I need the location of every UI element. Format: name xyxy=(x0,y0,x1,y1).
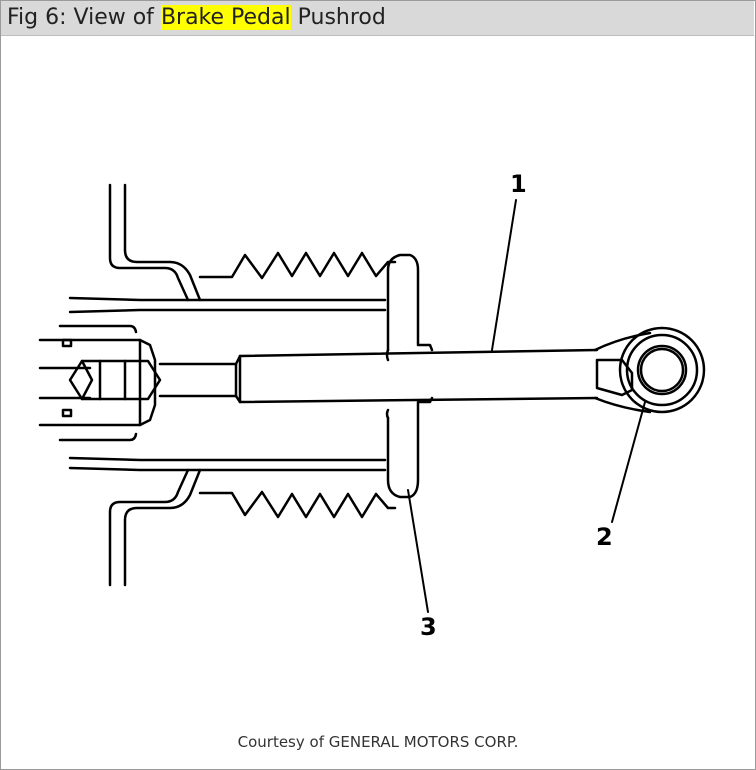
pushrod-eye xyxy=(618,326,706,414)
figure-title-bar: Fig 6: View of Brake Pedal Pushrod xyxy=(1,1,754,36)
leader-lines xyxy=(407,199,646,613)
booster-stud-block xyxy=(38,324,157,442)
title-suffix: Pushrod xyxy=(290,5,386,30)
hex-nut xyxy=(68,359,162,401)
title-prefix: Fig 6: View of xyxy=(7,5,161,30)
boot-bellows xyxy=(68,251,397,519)
pushrod-shaft xyxy=(158,331,652,414)
callout-1: 1 xyxy=(510,170,527,198)
image-credit: Courtesy of GENERAL MOTORS CORP. xyxy=(237,733,519,751)
pushrod-diagram: 1 2 3 xyxy=(38,170,706,641)
pushrod-retainer-flange xyxy=(385,253,434,499)
dash-panel xyxy=(108,183,202,587)
figure-title: Fig 6: View of Brake Pedal Pushrod xyxy=(7,4,386,32)
callout-3: 3 xyxy=(420,613,437,641)
callout-2: 2 xyxy=(596,523,613,551)
title-highlight: Brake Pedal xyxy=(160,5,291,30)
